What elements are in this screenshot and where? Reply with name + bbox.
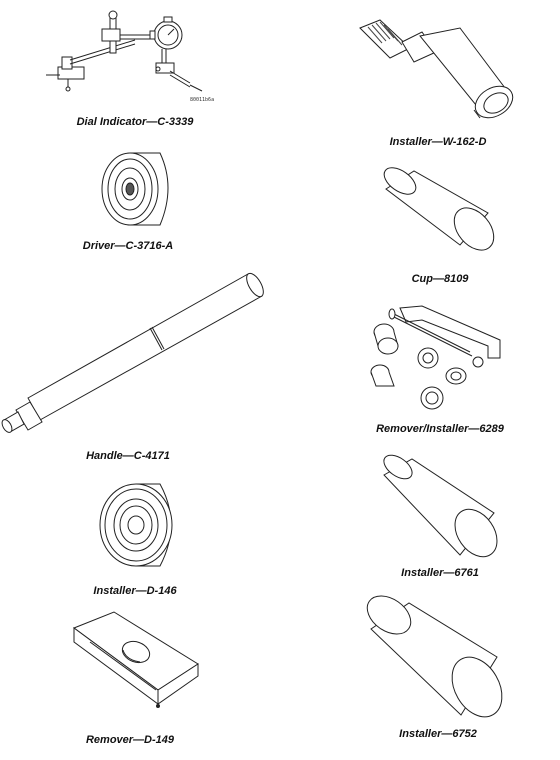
caption-installer-6752: Installer—6752: [399, 728, 477, 740]
caption-remover-installer-6289: Remover/Installer—6289: [376, 423, 504, 435]
handle-c4171-illustration: [0, 270, 280, 440]
installer-w162d-illustration: [350, 10, 530, 125]
caption-cup-8109: Cup—8109: [411, 273, 469, 285]
caption-dial-indicator: Dial Indicator—C-3339: [76, 116, 194, 128]
caption-driver-c3716a: Driver—C-3716-A: [82, 240, 174, 252]
caption-installer-w162d: Installer—W-162-D: [389, 136, 487, 148]
installer-6752-illustration: [365, 595, 505, 720]
remover-installer-6289-illustration: [360, 300, 510, 415]
caption-handle-c4171: Handle—C-4171: [86, 450, 170, 462]
installer-d146-illustration: [92, 480, 184, 570]
figure-number: 80011b6a: [190, 97, 215, 103]
installer-6761-illustration: [378, 455, 498, 560]
cup-8109-illustration: [378, 165, 498, 265]
dial-indicator-illustration: 80011b6a: [40, 5, 220, 110]
caption-remover-d149: Remover—D-149: [85, 734, 175, 746]
remover-d149-illustration: [60, 608, 200, 713]
caption-installer-d146: Installer—D-146: [93, 585, 177, 597]
caption-installer-6761: Installer—6761: [401, 567, 479, 579]
driver-c3716a-illustration: [90, 145, 190, 235]
